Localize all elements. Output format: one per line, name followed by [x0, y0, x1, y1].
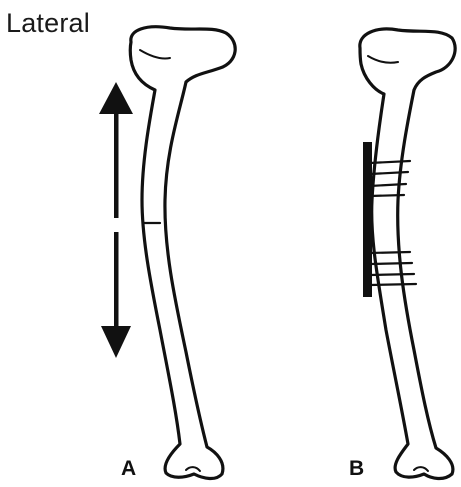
bone-plate-icon [363, 142, 416, 297]
femur-a-condyle-notch [186, 467, 200, 471]
lateral-label: Lateral [6, 10, 90, 37]
screw-7 [370, 274, 414, 275]
plate [363, 142, 372, 297]
arrow-up-head [99, 82, 133, 114]
screw-6 [370, 263, 412, 264]
arrow-lower-shaft [114, 232, 119, 330]
panel-label-b: B [349, 458, 364, 479]
screw-8 [370, 284, 416, 285]
femur-a [130, 27, 235, 479]
femur-a-trochanter-line [140, 50, 170, 59]
double-arrow-icon [99, 82, 133, 358]
arrow-upper-shaft [114, 112, 119, 218]
screw-4 [370, 195, 404, 196]
screw-5 [370, 252, 410, 253]
arrow-down-head [101, 326, 131, 358]
femur-b-condyle-notch [414, 467, 428, 471]
panel-label-a: A [121, 458, 136, 479]
femur-a-outline [130, 27, 235, 479]
femur-b-trochanter-line [368, 56, 398, 63]
screw-2 [370, 172, 408, 174]
screw-3 [370, 184, 406, 186]
